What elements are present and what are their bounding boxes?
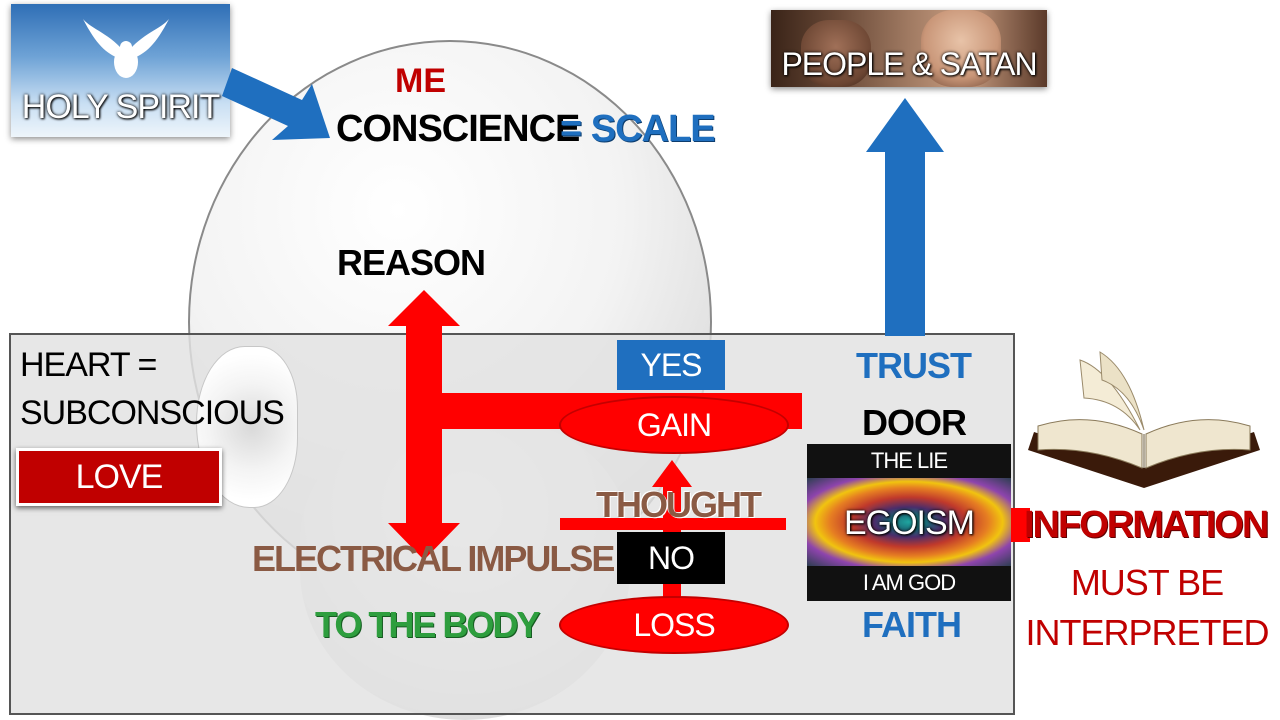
trust-up-arrow xyxy=(866,98,944,336)
must-be-label: MUST BE xyxy=(1070,562,1224,603)
faith-label: FAITH xyxy=(862,604,962,645)
people-satan-image: PEOPLE & SATAN xyxy=(771,10,1047,87)
no-box: NO xyxy=(617,532,725,584)
holy-spirit-image: HOLY SPIRIT xyxy=(11,4,230,137)
trust-label: TRUST xyxy=(856,345,972,386)
electrical-impulse-label: ELECTRICAL IMPULSE xyxy=(252,538,615,579)
gain-ellipse: GAIN xyxy=(559,396,789,454)
thought-bar xyxy=(560,518,786,530)
holy-spirit-label: HOLY SPIRIT xyxy=(21,88,220,126)
heart-label: HEART = xyxy=(20,346,157,384)
egoism-label: EGOISM xyxy=(843,504,975,542)
no-label: NO xyxy=(648,540,695,576)
people-satan-label: PEOPLE & SATAN xyxy=(781,46,1037,82)
reason-arrow xyxy=(388,290,460,395)
subconscious-label: SUBCONSCIOUS xyxy=(20,394,285,432)
scale-label: = SCALE xyxy=(560,108,716,150)
yes-label: YES xyxy=(640,347,702,383)
holy-spirit-arrow xyxy=(222,68,330,140)
egoism-image: THE LIE EGOISM I AM GOD xyxy=(807,444,1011,601)
interpreted-label: INTERPRETED xyxy=(1025,612,1269,653)
i-am-god-label: I AM GOD xyxy=(862,570,956,595)
door-label: DOOR xyxy=(862,402,967,443)
conscience-label: CONSCIENCE xyxy=(336,108,580,150)
information-label: INFORMATION xyxy=(1024,504,1269,546)
reason-label: REASON xyxy=(337,242,486,283)
face-photo xyxy=(801,20,871,87)
love-box: LOVE xyxy=(16,448,222,506)
face-photo xyxy=(921,10,1001,87)
gain-label: GAIN xyxy=(636,407,712,443)
bible-image xyxy=(1028,351,1260,488)
loss-label: LOSS xyxy=(633,607,715,643)
love-label: LOVE xyxy=(75,458,164,496)
loss-ellipse: LOSS xyxy=(559,596,789,654)
thought-label: THOUGHT xyxy=(596,484,762,525)
to-the-body-label: TO THE BODY xyxy=(315,604,540,645)
the-lie-label: THE LIE xyxy=(870,448,948,473)
me-label: ME xyxy=(395,62,446,100)
eye-image xyxy=(807,478,1011,566)
dove-icon xyxy=(83,19,169,78)
yes-box: YES xyxy=(617,340,725,390)
